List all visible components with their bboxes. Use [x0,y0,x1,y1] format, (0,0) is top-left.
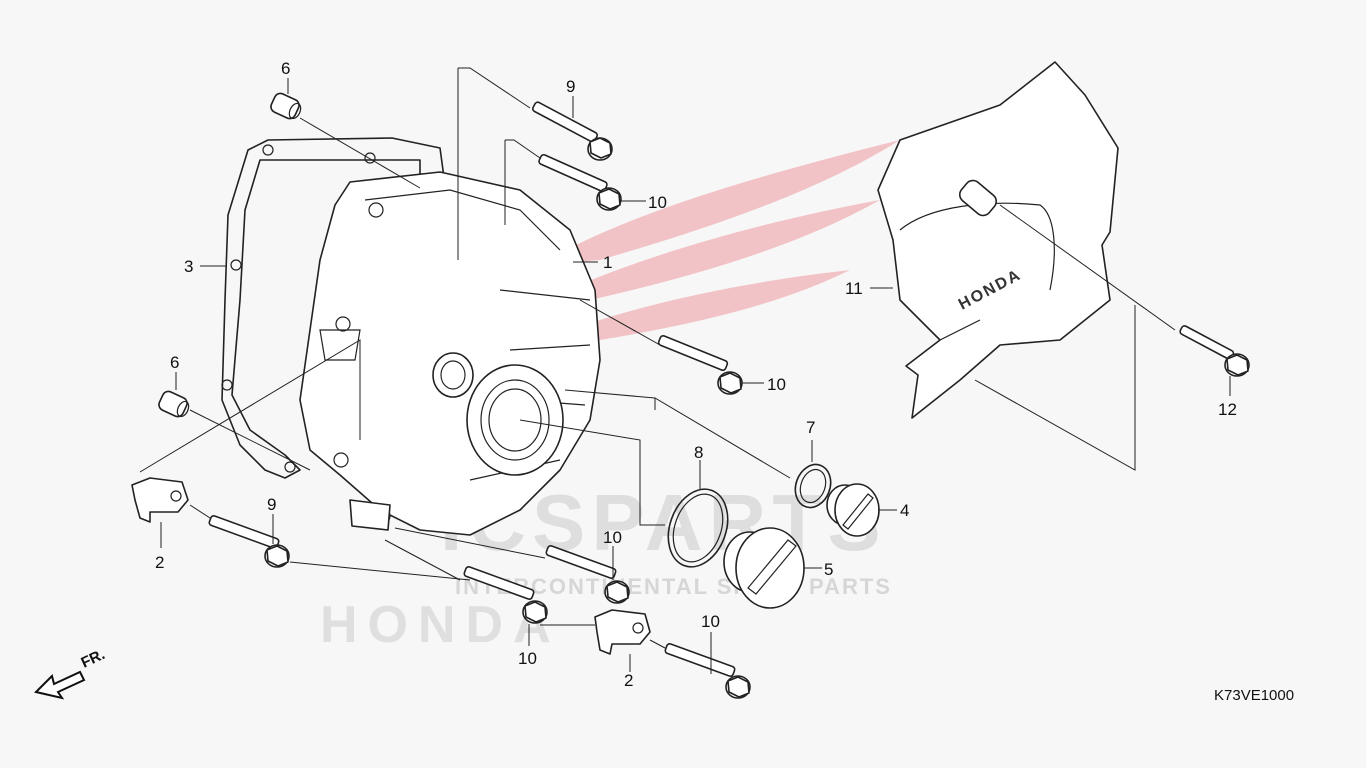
part-10-bolt-middle[interactable] [657,334,743,395]
callout-10-lower-right: 10 [701,612,720,631]
front-arrow-icon [34,670,86,700]
part-4-timing-hole-cap[interactable] [826,483,880,537]
part-5-crankshaft-hole-cap[interactable] [723,527,805,609]
front-direction-indicator: FR. [34,646,108,700]
part-9-bolt-upper[interactable] [532,101,613,161]
part-10-bolt-lower-left[interactable] [463,566,548,624]
callout-1: 1 [603,253,612,272]
part-6-dowel-pin-upper[interactable] [269,91,303,120]
callout-2-left: 2 [155,553,164,572]
callout-7: 7 [806,418,815,437]
callout-10-lower-left: 10 [518,649,537,668]
diagram-code: K73VE1000 [1214,687,1294,704]
part-10-bolt-lower-center[interactable] [545,545,630,604]
callout-3: 3 [184,257,193,276]
callout-12: 12 [1218,400,1237,419]
part-6-dowel-pin-lower[interactable] [157,389,191,418]
part-10-bolt-lower-right[interactable] [664,643,751,699]
part-2-clamp-left[interactable] [131,477,189,523]
callout-pointers [160,78,1231,674]
callout-6-lower: 6 [170,353,179,372]
watermark-maker: HONDA [320,596,561,654]
callout-labels: 6 9 10 1 3 6 10 7 8 4 5 11 12 2 9 10 10 … [155,59,1237,690]
part-2-clamp-right[interactable] [594,609,651,655]
part-1-crankcase-cover[interactable] [299,171,601,536]
callout-9-lower: 9 [267,495,276,514]
part-12-bolt[interactable] [1179,325,1250,377]
callout-10-lower-center: 10 [603,528,622,547]
callout-8: 8 [694,443,703,462]
part-7-o-ring[interactable] [790,460,837,513]
callout-11: 11 [845,279,863,298]
part-11-sprocket-cover[interactable]: HONDA [877,61,1119,419]
callout-5: 5 [824,560,833,579]
callout-6-upper: 6 [281,59,290,78]
callout-4: 4 [900,501,909,520]
callout-10-upper: 10 [648,193,667,212]
front-label: FR. [79,646,108,672]
leader-lines [139,67,1176,649]
part-10-bolt-upper[interactable] [538,153,622,211]
callout-9-upper: 9 [566,77,575,96]
callout-10-middle: 10 [767,375,786,394]
part-8-o-ring[interactable] [658,481,738,575]
part-9-bolt-lower[interactable] [208,515,290,568]
callout-2-right: 2 [624,671,633,690]
